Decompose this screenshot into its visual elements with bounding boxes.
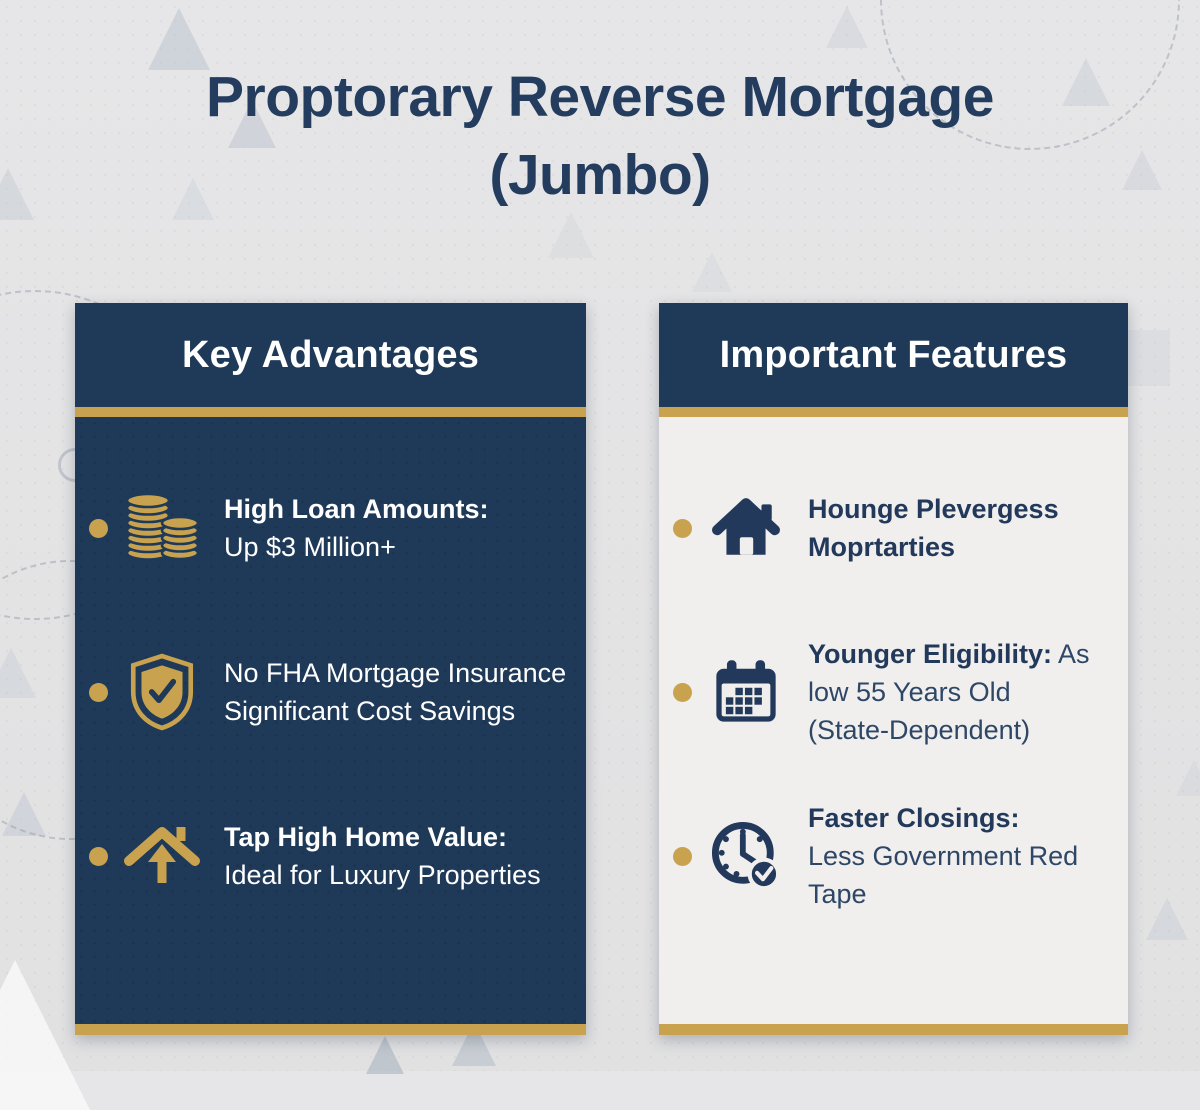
card-important-features: Important Features Hounge Plevergess Mop… [659, 303, 1128, 1035]
bullet-dot [89, 518, 108, 538]
decor-triangle [548, 212, 594, 258]
card-important-features-header: Important Features [659, 303, 1128, 407]
page-title-line2: (Jumbo) [489, 143, 711, 207]
cards-row: Key Advantages [0, 303, 1200, 1035]
page-title-line1: Proptorary Reverse Mortgage [206, 65, 994, 129]
list-item: No FHA Mortgage Insurance Significant Co… [75, 631, 586, 753]
house-icon [704, 495, 788, 561]
decor-triangle [692, 252, 732, 292]
clock-check-icon [704, 818, 788, 894]
coin-stacks-icon [120, 490, 204, 566]
list-item: Tap High Home Value:Ideal for Luxury Pro… [75, 795, 586, 917]
card-key-advantages-body: High Loan Amounts:Up $3 Million+ No FHA … [75, 417, 586, 1024]
list-item: Hounge Plevergess Moprtarties [659, 467, 1128, 589]
list-item: Faster Closings:Less Government Red Tape [659, 795, 1128, 917]
bullet-dot [673, 846, 692, 866]
item-text: Hounge Plevergess Moprtarties [808, 494, 1059, 562]
item-text: Tap High Home Value:Ideal for Luxury Pro… [224, 822, 541, 890]
card-important-features-body: Hounge Plevergess Moprtarties [659, 417, 1128, 1024]
card-key-advantages: Key Advantages [75, 303, 586, 1035]
list-item: Younger Eligibility: As low 55 Years Old… [659, 631, 1128, 753]
card-key-advantages-header: Key Advantages [75, 303, 586, 407]
shield-check-icon [120, 653, 204, 731]
item-text: High Loan Amounts:Up $3 Million+ [224, 494, 489, 562]
item-text: Faster Closings:Less Government Red Tape [808, 803, 1079, 909]
gold-divider [75, 407, 586, 417]
calendar-icon [704, 656, 788, 728]
gold-divider [659, 407, 1128, 417]
item-text: Younger Eligibility: As low 55 Years Old… [808, 639, 1090, 745]
page-title: Proptorary Reverse Mortgage (Jumbo) [0, 0, 1200, 214]
gold-bottom-bar [659, 1024, 1128, 1035]
house-arrow-up-icon [120, 819, 204, 893]
card-title: Important Features [719, 333, 1068, 376]
bullet-dot [673, 518, 692, 538]
item-text: No FHA Mortgage Insurance Significant Co… [224, 658, 567, 726]
decor-triangle [366, 1036, 404, 1074]
bullet-dot [89, 682, 108, 702]
bullet-dot [673, 682, 692, 702]
card-title: Key Advantages [181, 333, 480, 376]
gold-bottom-bar [75, 1024, 586, 1035]
bullet-dot [89, 846, 108, 866]
list-item: High Loan Amounts:Up $3 Million+ [75, 467, 586, 589]
